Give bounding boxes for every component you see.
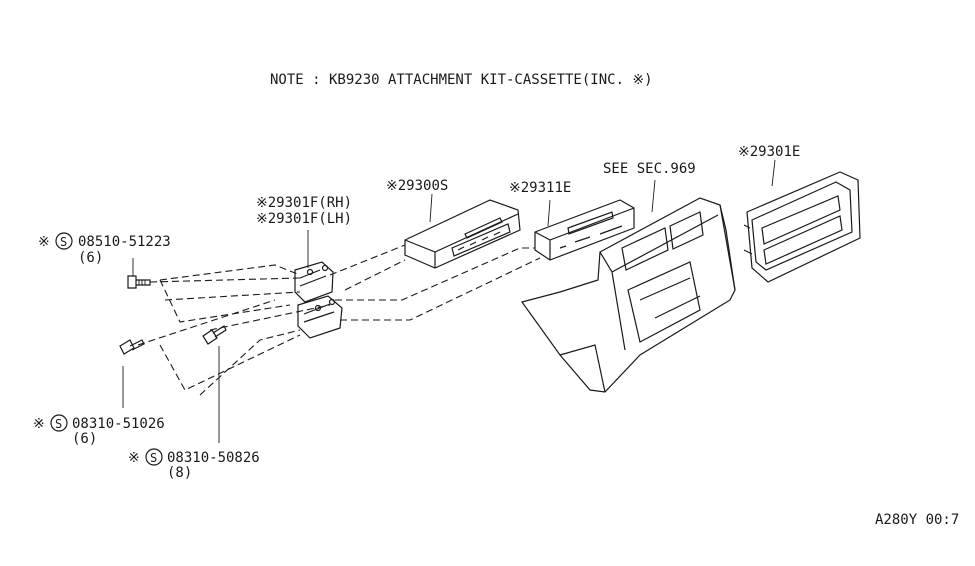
- see-sec-leader: [651, 179, 656, 213]
- screw-c-qty: (8): [167, 465, 192, 481]
- screw-a-symbol: S: [60, 235, 67, 249]
- screw-08310-50826-icon: [202, 325, 227, 345]
- screw-a-symbol-ring: [55, 232, 73, 250]
- cassette-deck-29300s-drawing: [404, 199, 521, 269]
- screw-b-prefix: ※: [33, 416, 45, 432]
- bezel-29301e-drawing: [743, 171, 861, 283]
- screw-b-number: 08310-51026: [72, 416, 165, 432]
- screw-c-prefix: ※: [128, 450, 140, 466]
- note-text: NOTE : KB9230 ATTACHMENT KIT-CASSETTE(IN…: [270, 72, 653, 88]
- diagram-code: A280Y 00:7: [875, 512, 959, 528]
- screw-b-symbol-ring: [50, 414, 68, 432]
- assembly-dashed-lines: [137, 244, 541, 396]
- bracket-lh-label: ※29301F(LH): [256, 211, 352, 227]
- screw-a-number: 08510-51223: [78, 234, 171, 250]
- part-29300s-leader: [429, 193, 433, 223]
- bracket-29301f-drawing: [294, 261, 343, 339]
- part-29301e-leader: [771, 159, 776, 187]
- screw-b-symbol: S: [55, 417, 62, 431]
- screw-a-qty: (6): [78, 250, 103, 266]
- screw-c-symbol-ring: [145, 448, 163, 466]
- screw-08310-51026-icon: [119, 339, 145, 355]
- part-29301e-label: ※29301E: [738, 144, 800, 160]
- screw-c-number: 08310-50826: [167, 450, 260, 466]
- screw-08510-51223-icon: [127, 275, 151, 289]
- part-29311e-leader: [547, 199, 551, 227]
- screw-a-prefix: ※: [38, 234, 50, 250]
- faceplate-29311e-drawing: [534, 199, 635, 261]
- screw-b-qty: (6): [72, 431, 97, 447]
- part-29300s-label: ※29300S: [386, 178, 448, 194]
- center-console-drawing: [521, 197, 736, 393]
- part-29311e-label: ※29311E: [509, 180, 571, 196]
- see-sec-label: SEE SEC.969: [603, 161, 696, 177]
- screw-c-symbol: S: [150, 451, 157, 465]
- bracket-rh-label: ※29301F(RH): [256, 195, 352, 211]
